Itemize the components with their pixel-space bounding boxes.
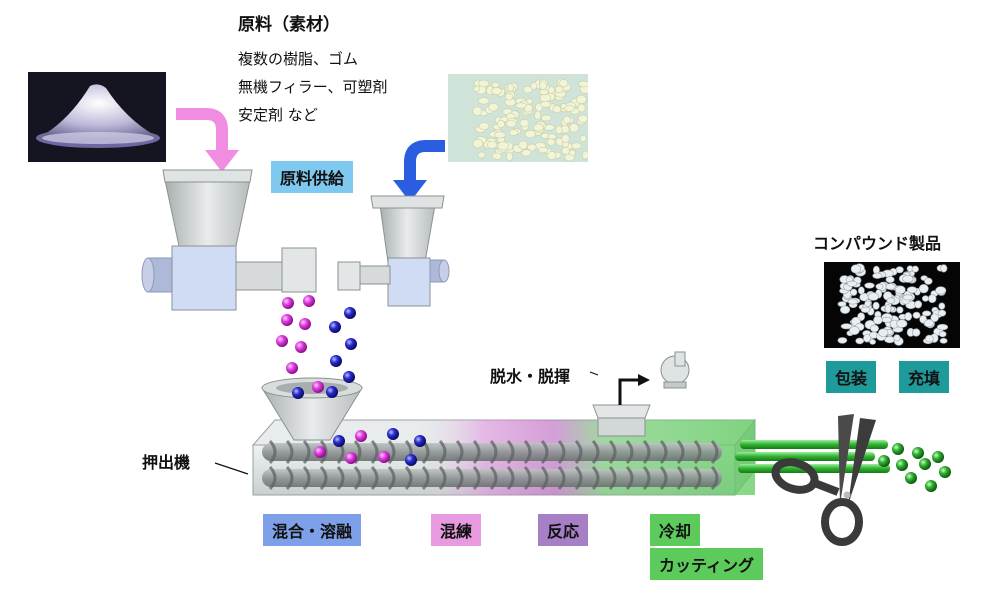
compound-pellet	[932, 451, 944, 463]
feeder-right	[337, 195, 450, 307]
scissors-icon	[771, 414, 876, 546]
resin-powder-photo	[28, 72, 166, 162]
raw-materials-line-1: 複数の樹脂、ゴム	[238, 50, 359, 68]
material-b-pellet	[414, 435, 426, 447]
material-a-pellet	[281, 314, 293, 326]
material-a-pellet	[355, 430, 367, 442]
stage-cutting: カッティング	[650, 548, 764, 580]
compound-pellet	[878, 455, 890, 467]
stage-cooling: 冷却	[650, 514, 701, 546]
material-b-pellet	[333, 435, 345, 447]
material-a-pellet	[303, 295, 315, 307]
material-b-pellet	[405, 454, 417, 466]
packaging-label: 包装	[826, 361, 877, 393]
material-b-pellet	[344, 307, 356, 319]
extruder-leader-line	[214, 462, 249, 475]
vent-port	[589, 371, 651, 437]
raw-materials-line-2: 無機フィラー、可塑剤	[238, 78, 388, 96]
material-a-pellet	[314, 446, 326, 458]
material-b-pellet	[343, 371, 355, 383]
compound-pellet	[925, 480, 937, 492]
raw-materials-title: 原料（素材）	[238, 15, 340, 35]
compound-pellet	[892, 443, 904, 455]
blue-arrow-icon	[393, 140, 445, 202]
feed-label: 原料供給	[271, 161, 354, 193]
compound-pellet	[912, 447, 924, 459]
pink-arrow-icon	[176, 108, 239, 172]
material-a-pellet	[345, 452, 357, 464]
material-b-pellet	[345, 338, 357, 350]
filling-label: 充填	[899, 361, 950, 393]
material-b-pellet	[387, 428, 399, 440]
material-b-pellet	[292, 387, 304, 399]
compound-pellet	[939, 466, 951, 478]
material-a-pellet	[295, 341, 307, 353]
stage-reaction: 反応	[538, 514, 589, 546]
compound-pellet	[896, 459, 908, 471]
stage-mixing-melting: 混合・溶融	[263, 514, 362, 546]
compound-pellet	[919, 458, 931, 470]
pellet-photo	[448, 74, 588, 162]
feeder-left	[141, 169, 317, 311]
extruder-label: 押出機	[142, 453, 191, 472]
material-a-pellet	[276, 335, 288, 347]
vacuum-pump-icon	[660, 351, 690, 389]
material-b-pellet	[326, 386, 338, 398]
compound-pellet	[905, 472, 917, 484]
material-b-pellet	[329, 321, 341, 333]
material-a-pellet	[312, 381, 324, 393]
stage-kneading: 混練	[431, 514, 482, 546]
devolatilize-label: 脱水・脱揮	[490, 367, 571, 386]
raw-materials-line-3: 安定剤 など	[238, 106, 318, 124]
material-b-pellet	[330, 355, 342, 367]
product-title: コンパウンド製品	[813, 234, 942, 253]
material-a-pellet	[286, 362, 298, 374]
compound-product-photo	[824, 262, 960, 348]
material-a-pellet	[282, 297, 294, 309]
material-a-pellet	[378, 451, 390, 463]
material-a-pellet	[299, 318, 311, 330]
